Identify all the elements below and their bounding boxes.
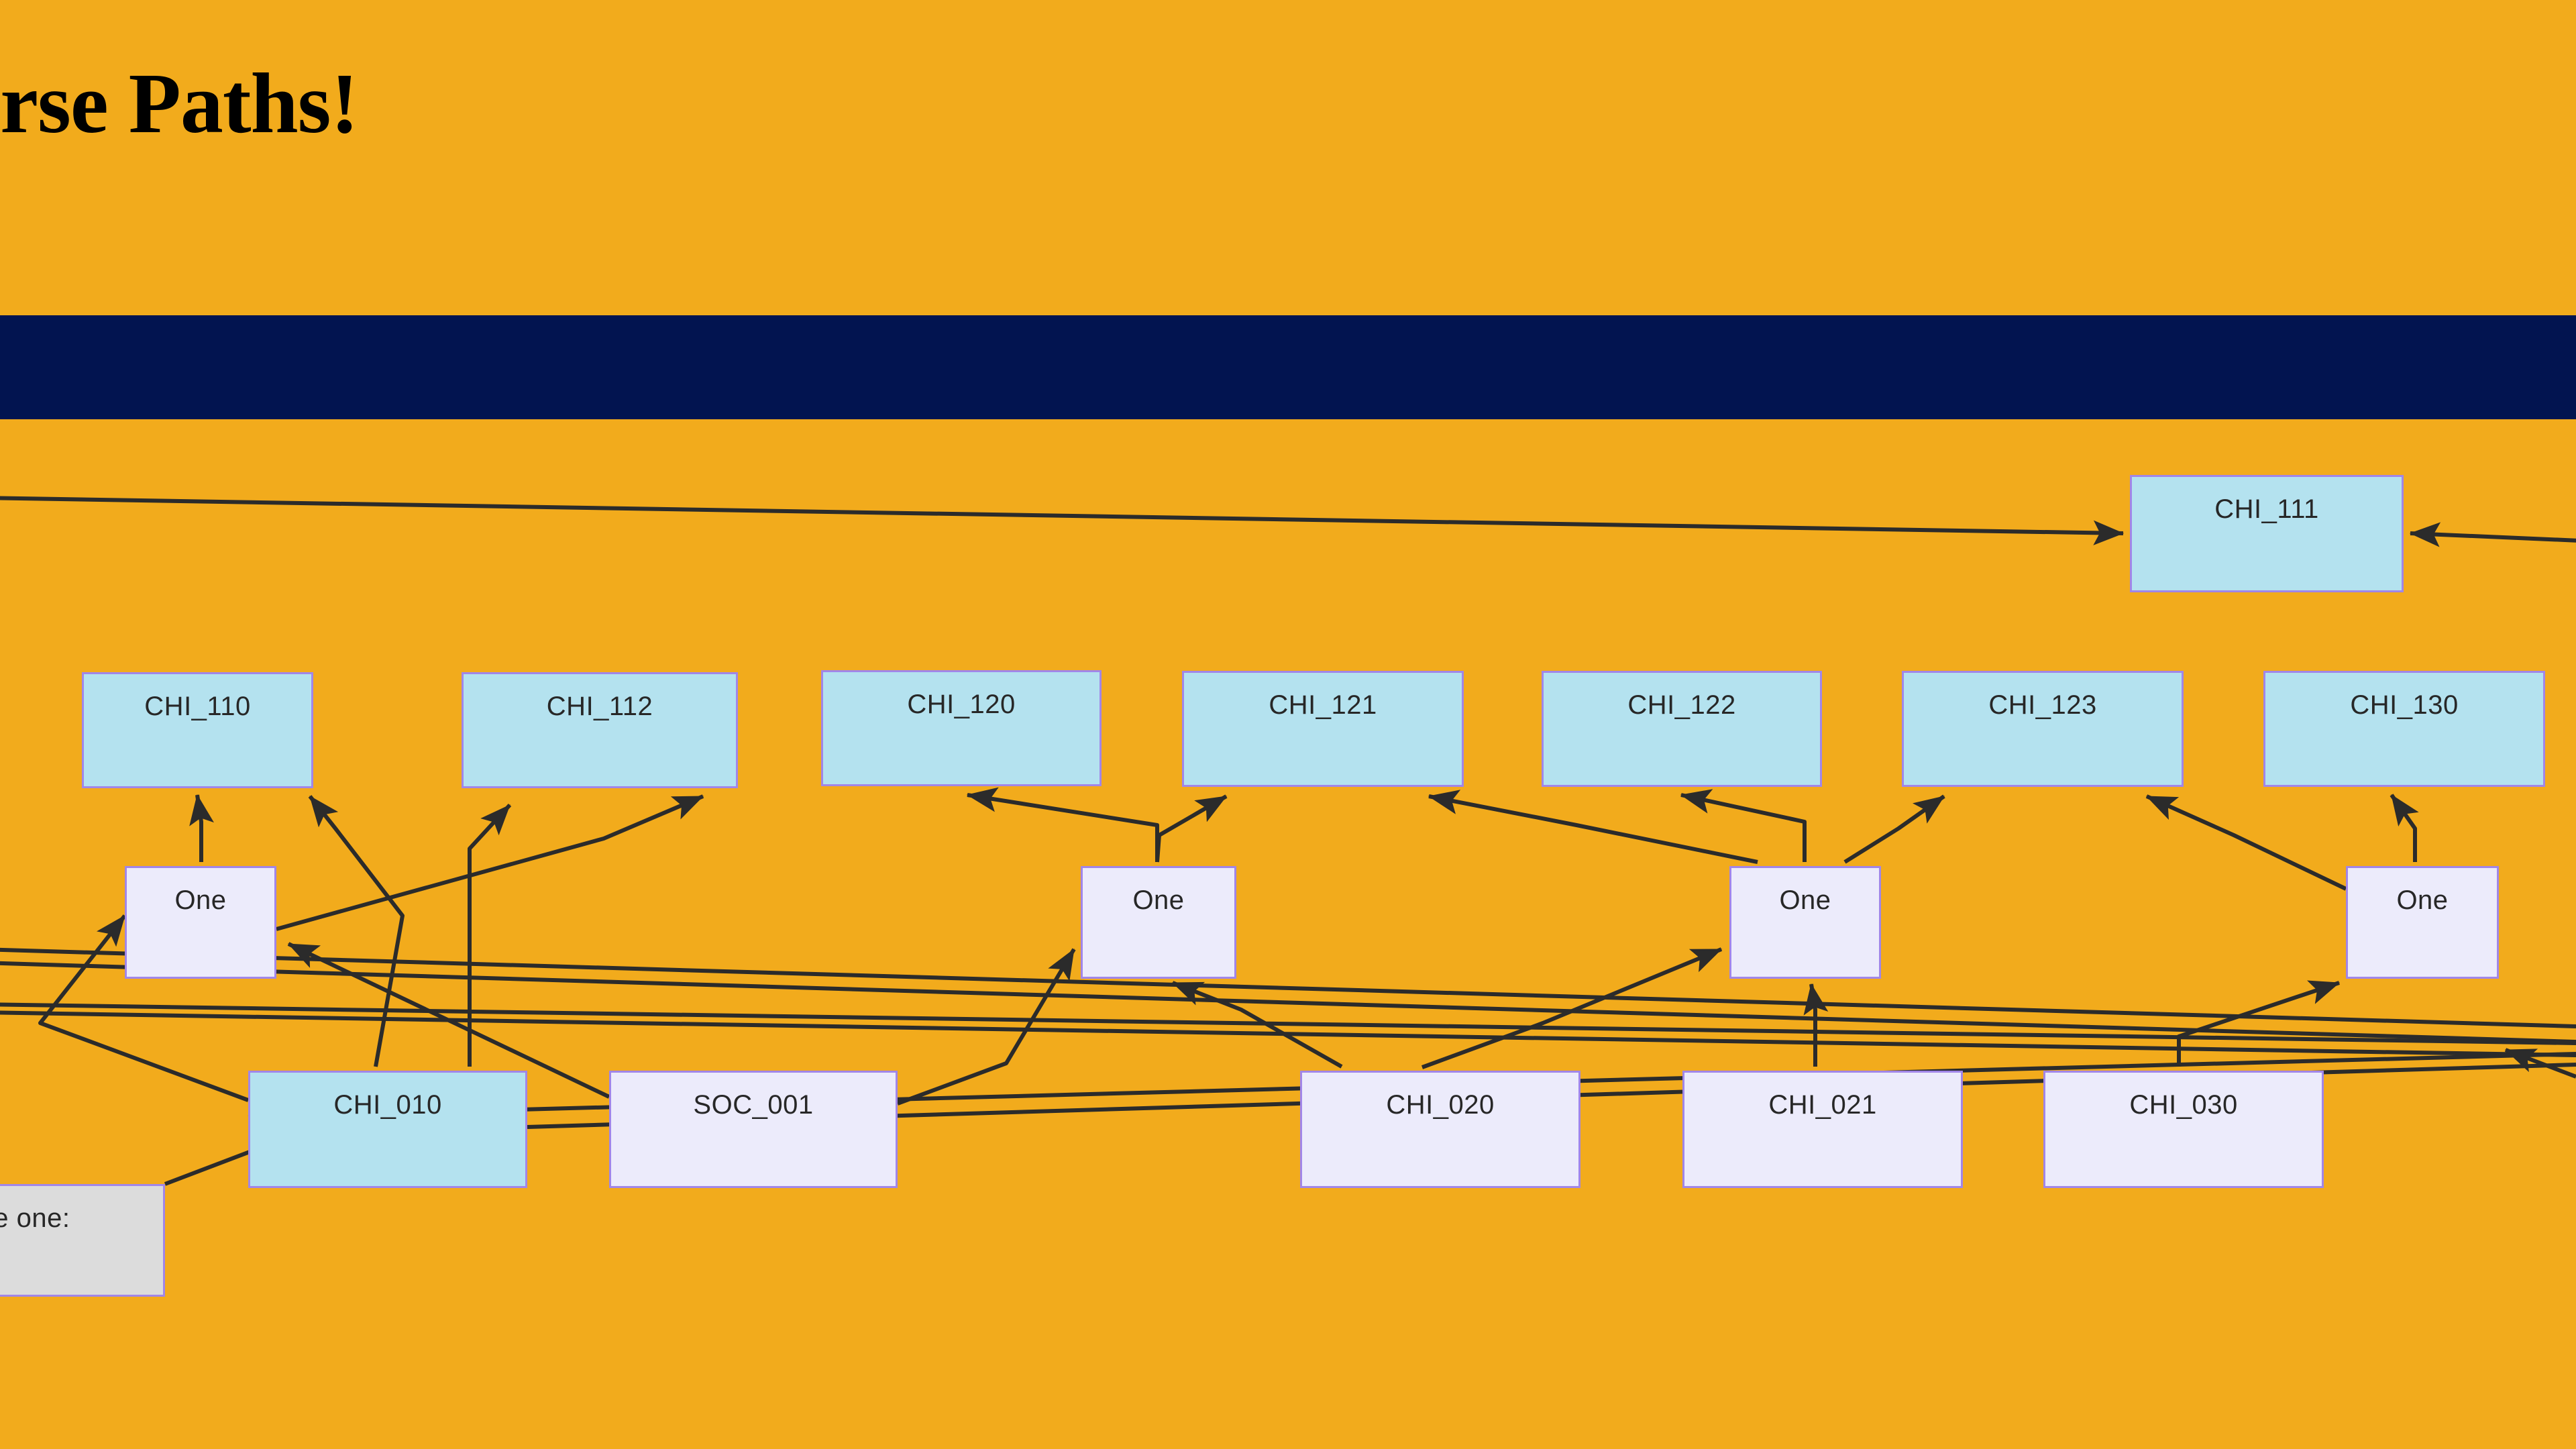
graph-node-chi_030[interactable]: CHI_030 — [2043, 1071, 2324, 1188]
graph-node-one_d[interactable]: One — [2346, 866, 2499, 979]
graph-node-chi_111[interactable]: CHI_111 — [2130, 475, 2404, 592]
graph-node-one_b[interactable]: One — [1081, 866, 1236, 979]
graph-node-label: CHI_020 — [1386, 1090, 1495, 1120]
graph-node-label: CHI_123 — [1988, 690, 2097, 720]
graph-node-one_c[interactable]: One — [1729, 866, 1881, 979]
graph-node-label: CHI_021 — [1768, 1090, 1877, 1120]
graph-node-chi_130[interactable]: CHI_130 — [2263, 671, 2545, 787]
graph-node-label: CHI_010 — [333, 1090, 442, 1120]
graph-node-label: ose one: — [0, 1203, 70, 1233]
graph-node-label: CHI_121 — [1269, 690, 1377, 720]
graph-node-label: CHI_120 — [907, 690, 1016, 719]
graph-node-chi_110[interactable]: CHI_110 — [82, 672, 313, 788]
graph-node-label: CHI_112 — [546, 692, 653, 721]
graph-node-label: One — [1779, 885, 1831, 915]
graph-node-chi_010[interactable]: CHI_010 — [248, 1071, 527, 1188]
title-band: urse Paths! — [0, 0, 2576, 315]
graph-node-chi_120[interactable]: CHI_120 — [821, 670, 1102, 786]
graph-node-label: CHI_030 — [2129, 1090, 2238, 1120]
graph-node-soc_001[interactable]: SOC_001 — [609, 1071, 898, 1188]
graph-node-label: One — [2396, 885, 2449, 915]
graph-node-chi_122[interactable]: CHI_122 — [1542, 671, 1822, 787]
graph-node-chi_112[interactable]: CHI_112 — [462, 672, 738, 788]
graph-node-label: One — [174, 885, 227, 915]
graph-node-label: CHI_130 — [2350, 690, 2459, 720]
graph-node-label: CHI_111 — [2214, 494, 2319, 524]
graph-node-chi_121[interactable]: CHI_121 — [1182, 671, 1464, 787]
graph-node-chi_021[interactable]: CHI_021 — [1682, 1071, 1963, 1188]
graph-node-label: One — [1132, 885, 1185, 915]
graph-node-chi_123[interactable]: CHI_123 — [1902, 671, 2184, 787]
graph-node-chi_020[interactable]: CHI_020 — [1300, 1071, 1580, 1188]
graph-node-label: CHI_122 — [1627, 690, 1736, 720]
graph-node-label: CHI_110 — [144, 692, 251, 721]
page-title: urse Paths! — [0, 56, 359, 151]
navy-divider-bar — [0, 315, 2576, 419]
graph-node-choose[interactable]: ose one: — [0, 1184, 165, 1297]
graph-node-label: SOC_001 — [693, 1090, 814, 1120]
graph-node-one_a[interactable]: One — [125, 866, 276, 979]
